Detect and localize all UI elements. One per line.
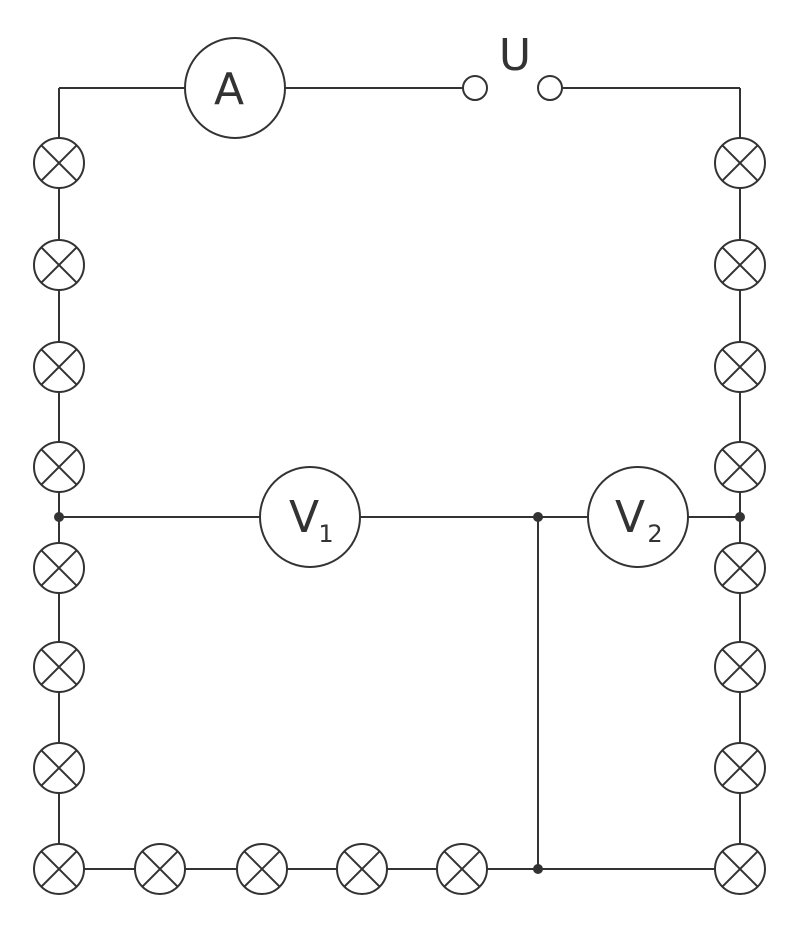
lamp-icon <box>134 843 186 895</box>
lamp-cross-line <box>40 348 78 386</box>
lamp-cross-line <box>721 246 759 284</box>
voltmeter-2-circle <box>587 466 689 568</box>
lamp-icon <box>33 542 85 594</box>
lamp-icon <box>714 341 766 393</box>
lamp-cross-line <box>721 144 759 182</box>
lamp-cross-line <box>243 850 281 888</box>
lamp-icon <box>714 742 766 794</box>
lamps <box>33 137 766 895</box>
lamp-cross-line <box>343 850 381 888</box>
voltmeter-1-subscript: 1 <box>318 520 333 548</box>
junction-bottom <box>533 864 543 874</box>
junction-center <box>533 512 543 522</box>
lamp-cross-line <box>443 850 481 888</box>
lamp-icon <box>336 843 388 895</box>
lamp-icon <box>714 137 766 189</box>
lamp-icon <box>33 742 85 794</box>
lamp-cross-line <box>40 448 78 486</box>
lamp-cross-line <box>40 246 78 284</box>
lamp-cross-line <box>40 749 78 787</box>
lamp-icon <box>714 641 766 693</box>
lamp-icon <box>33 341 85 393</box>
voltmeter-1-circle <box>259 466 361 568</box>
lamp-cross-line <box>721 448 759 486</box>
lamp-icon <box>33 843 85 895</box>
lamp-cross-line <box>40 144 78 182</box>
voltmeter-2-subscript: 2 <box>647 520 662 548</box>
ammeter-label: A <box>214 64 244 115</box>
voltage-source: U <box>462 30 563 101</box>
lamp-icon <box>236 843 288 895</box>
ammeter: A <box>184 37 286 139</box>
lamp-cross-line <box>40 850 78 888</box>
source-label: U <box>499 30 531 81</box>
lamp-icon <box>436 843 488 895</box>
lamp-cross-line <box>721 348 759 386</box>
terminal-left <box>462 75 488 101</box>
lamp-icon <box>714 542 766 594</box>
ammeter-circle <box>184 37 286 139</box>
lamp-cross-line <box>721 850 759 888</box>
junctions <box>54 512 745 874</box>
lamp-icon <box>714 239 766 291</box>
lamp-icon <box>33 137 85 189</box>
lamp-icon <box>33 441 85 493</box>
voltmeter-2: V 2 <box>587 466 689 568</box>
voltmeter-1-letter: V <box>289 492 319 543</box>
junction-right <box>735 512 745 522</box>
lamp-cross-line <box>40 648 78 686</box>
lamp-cross-line <box>721 749 759 787</box>
voltmeter-2-letter: V <box>615 492 645 543</box>
lamp-icon <box>714 441 766 493</box>
lamp-icon <box>33 239 85 291</box>
lamp-icon <box>714 843 766 895</box>
junction-left <box>54 512 64 522</box>
lamp-cross-line <box>40 549 78 587</box>
lamp-cross-line <box>141 850 179 888</box>
lamp-icon <box>33 641 85 693</box>
lamp-cross-line <box>721 549 759 587</box>
terminal-right <box>537 75 563 101</box>
voltmeter-1: V 1 <box>259 466 361 568</box>
lamp-cross-line <box>721 648 759 686</box>
